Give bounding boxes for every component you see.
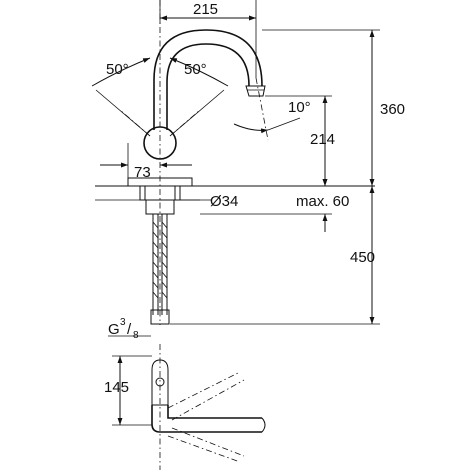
dim-handle-offset: 73 (134, 164, 151, 181)
angle-arc-right (169, 57, 229, 87)
angle-leader-left (95, 89, 151, 137)
dim-spout-reach: 215 (193, 1, 218, 18)
thread-denominator: 8 (133, 330, 139, 341)
thread-prefix: G (108, 321, 120, 338)
spout-inner-contour (166, 43, 250, 130)
swivel-position-upper-2 (171, 379, 245, 421)
spout-tilt-axis (255, 77, 269, 141)
top-spout-outer (151, 405, 262, 433)
dim-max-thickness: max. 60 (296, 193, 349, 210)
dim-hose-length: 450 (350, 249, 375, 266)
spout-outer-contour (153, 29, 263, 130)
top-spout-inner (167, 405, 262, 419)
angle-left-label: 50° (106, 61, 129, 78)
aerator (245, 85, 266, 97)
thread-slash: / (127, 321, 132, 338)
swivel-position-lower-2 (171, 427, 245, 457)
tilt-arc (233, 123, 269, 134)
dim-total-height: 360 (380, 101, 405, 118)
faucet-top-view: 145 (104, 344, 266, 470)
angle-leader-right (169, 89, 225, 137)
dim-base-depth: 145 (104, 379, 129, 396)
handle-ball (143, 126, 177, 160)
top-spout-tip (261, 417, 266, 433)
top-handle-dot (155, 377, 165, 387)
thread-numerator: 3 (120, 317, 126, 328)
hose-connector (150, 309, 170, 325)
swivel-position-lower (167, 435, 241, 463)
dimension-lines: 215 50° 50° 10° 360 214 73 Ø34 max. 60 (91, 0, 405, 341)
hose-braid (152, 221, 168, 299)
dim-hole-diameter: Ø34 (210, 193, 238, 210)
dim-outlet-height: 214 (310, 131, 335, 148)
angle-right-label: 50° (184, 61, 207, 78)
tilt-leader (267, 117, 301, 131)
tilt-label: 10° (288, 99, 311, 116)
angle-arc-left (91, 57, 151, 87)
top-handle (151, 359, 169, 406)
faucet-side-view (95, 0, 375, 325)
